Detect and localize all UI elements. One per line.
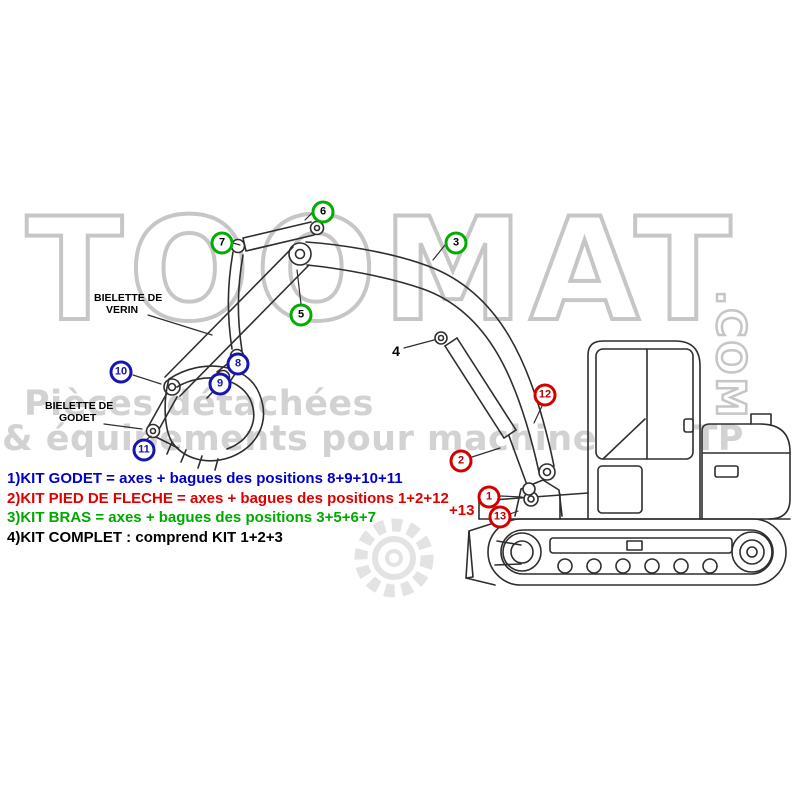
kit-desc-kit-godet: = axes + bagues des positions 8+9+10+11 xyxy=(102,470,403,487)
label-line-2: GODET xyxy=(59,411,97,424)
legend-kit-bras: 3)KIT BRAS = axes + bagues des positions… xyxy=(7,508,449,528)
kit-desc-kit-pied-de-fleche: = axes + bagues des positions 1+2+12 xyxy=(172,489,449,507)
legend-kit-pied-de-fleche: 2)KIT PIED DE FLECHE = axes + bagues des… xyxy=(7,489,449,509)
label-bielette-de-verin: BIELETTE DE VERIN xyxy=(94,292,163,316)
legend-kit-complet: 4)KIT COMPLET : comprend KIT 1+2+3 xyxy=(7,528,449,548)
dozer-blade xyxy=(465,521,522,586)
label-line-1: BIELETTE DE xyxy=(94,292,163,304)
legend-prefix-kit-pied-de-fleche: 2) xyxy=(7,489,21,507)
kit-desc-kit-bras: = axes + bagues des positions 3+5+6+7 xyxy=(91,509,376,526)
kit-name-kit-bras: KIT BRAS xyxy=(20,509,92,526)
annotation-leader-lines xyxy=(103,212,543,515)
label-line-2: VERIN xyxy=(106,303,139,316)
label-bielette-de-godet: BIELETTE DE GODET xyxy=(45,400,114,424)
kit-legend: 1)KIT GODET = axes + bagues des position… xyxy=(7,469,449,547)
legend-overflow-note: +13 xyxy=(449,502,475,519)
cab xyxy=(587,340,701,520)
kit-name-kit-godet: KIT GODET xyxy=(20,470,103,487)
kit-desc-kit-complet: : comprend KIT 1+2+3 xyxy=(122,528,283,546)
bucket xyxy=(145,365,265,471)
legend-prefix-kit-complet: 4) xyxy=(7,528,21,546)
legend-prefix-kit-bras: 3) xyxy=(7,509,21,526)
track-undercarriage xyxy=(487,518,787,586)
kit-name-kit-complet: KIT COMPLET xyxy=(20,528,123,546)
legend-prefix-kit-godet: 1) xyxy=(7,470,21,487)
label-line-1: BIELETTE DE xyxy=(45,400,114,412)
kit-name-kit-pied-de-fleche: KIT PIED DE FLECHE xyxy=(20,489,173,507)
boom-cylinder xyxy=(434,331,536,496)
legend-kit-godet: 1)KIT GODET = axes + bagues des position… xyxy=(7,469,449,489)
